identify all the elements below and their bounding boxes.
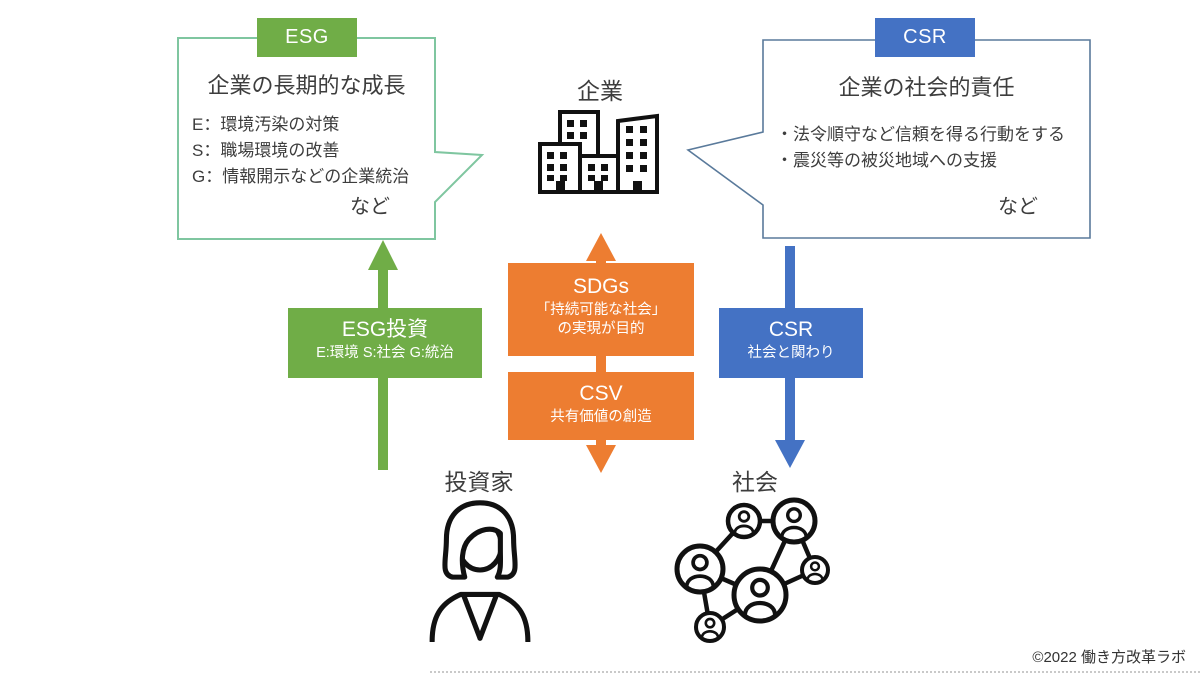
investor-label: 投資家: [444, 469, 514, 495]
csr-bubble-title: 企業の社会的責任: [838, 75, 1015, 100]
esg-invest-subtitle: E:環境 S:社会 G:統治: [316, 345, 454, 361]
esg-speech-bubble: [177, 37, 485, 240]
csr-speech-bubble: [686, 39, 1091, 239]
society-label: 社会: [732, 469, 778, 495]
female-person-icon: [429, 500, 531, 642]
csr-tab: CSR: [875, 18, 975, 57]
esg-tab: ESG: [257, 18, 357, 57]
csv-box: CSV 共有価値の創造: [508, 372, 694, 440]
esg-bubble-list: E：環境汚染の対策 S：職場環境の改善 G：情報開示などの企業統治: [192, 112, 409, 190]
office-buildings-icon: [538, 110, 659, 194]
esg-item-e: E：環境汚染の対策: [192, 115, 340, 134]
csv-title: CSV: [579, 382, 623, 405]
csr-item-1: ・法令順守など信頼を得る行動をする: [776, 125, 1065, 144]
esg-item-s: S：職場環境の改善: [192, 141, 340, 160]
slide-bottom-edge: [430, 671, 1200, 673]
esg-bubble-title: 企業の長期的な成長: [207, 73, 406, 98]
sdgs-title: SDGs: [572, 275, 629, 298]
esg-bubble-etc: など: [350, 196, 390, 218]
csv-subtitle: 共有価値の創造: [550, 409, 652, 425]
csr-item-2: ・震災等の被災地域への支援: [776, 151, 997, 170]
company-label: 企業: [577, 78, 623, 104]
csr-bubble-etc: など: [998, 196, 1038, 218]
esg-item-g: G：情報開示などの企業統治: [192, 167, 410, 186]
esg-tab-label: ESG: [285, 26, 329, 48]
esg-invest-title: ESG投資: [341, 318, 429, 341]
sdgs-subtitle-line2: の実現が目的: [557, 321, 645, 337]
people-network-icon: [674, 497, 830, 643]
csr-box: CSR 社会と関わり: [719, 308, 863, 378]
csr-box-title: CSR: [768, 318, 814, 341]
csr-tab-label: CSR: [903, 26, 947, 48]
csr-bubble-list: ・法令順守など信頼を得る行動をする ・震災等の被災地域への支援: [776, 122, 1065, 174]
copyright-text: ©2022 働き方改革ラボ: [1032, 649, 1186, 666]
csr-box-subtitle: 社会と関わり: [747, 345, 835, 361]
sdgs-subtitle-line1: 「持続可能な社会」: [535, 302, 667, 318]
esg-invest-box: ESG投資 E:環境 S:社会 G:統治: [288, 308, 482, 378]
sdgs-box: SDGs 「持続可能な社会」 の実現が目的: [508, 263, 694, 356]
